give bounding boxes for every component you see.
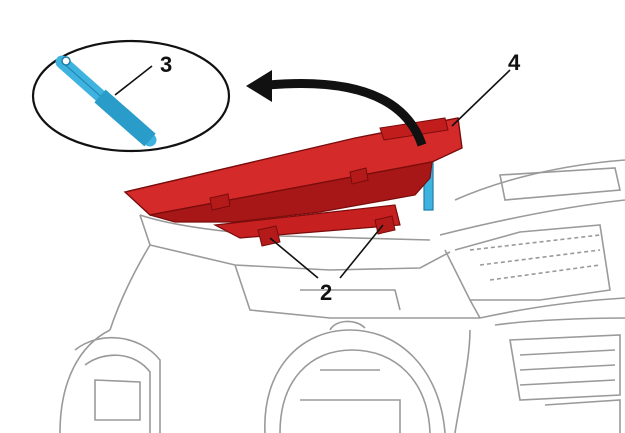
tool-zoom-icon	[31, 39, 231, 153]
red-trim-panel	[123, 117, 463, 247]
dashboard-line-art	[59, 159, 625, 433]
removal-arrow-icon	[246, 70, 427, 147]
callout-3: 3	[160, 52, 172, 77]
callout-4: 4	[508, 50, 521, 75]
leader-lines	[114, 65, 511, 279]
callout-2: 2	[320, 280, 332, 305]
